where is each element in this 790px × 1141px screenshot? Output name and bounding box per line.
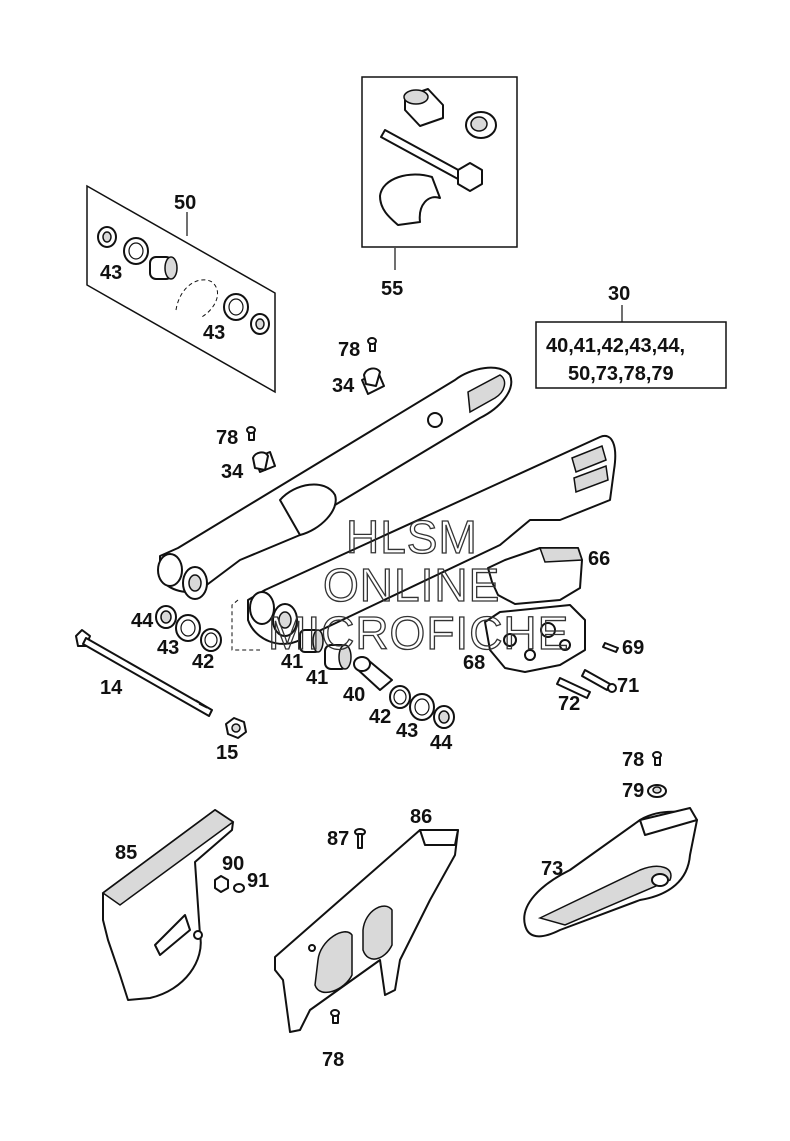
- clip-34-upper: [363, 367, 381, 387]
- watermark-line3: MICROFICHE: [268, 607, 569, 659]
- swingarm: [157, 366, 617, 645]
- label-44-right: 44: [430, 732, 453, 754]
- kit-30-frame: [535, 321, 727, 389]
- label-50: 50: [174, 192, 196, 214]
- label-43-right: 43: [396, 720, 418, 742]
- label-41-b: 41: [306, 667, 328, 689]
- bolt-78-lower: [330, 1009, 340, 1024]
- label-34-upper: 34: [332, 375, 355, 397]
- bolt-78-mid: [246, 426, 256, 441]
- label-42-left: 42: [192, 651, 214, 673]
- pivot-tube-left: [157, 553, 183, 587]
- pivot-axle-14: [75, 629, 213, 717]
- label-85: 85: [115, 842, 137, 864]
- chain-guide-bracket-68: [484, 604, 586, 673]
- bolt-72: [556, 677, 591, 699]
- label-78-upper: 78: [338, 339, 360, 361]
- seal-ring: [123, 237, 149, 265]
- bolt-71: [581, 669, 617, 693]
- label-72: 72: [558, 693, 580, 715]
- label-66: 66: [588, 548, 610, 570]
- label-68: 68: [463, 652, 485, 674]
- label-44-left: 44: [131, 610, 154, 632]
- chain-guard-85: [101, 809, 235, 1001]
- label-30: 30: [608, 283, 630, 305]
- label-78-slider: 78: [622, 749, 644, 771]
- label-43-kit-b: 43: [203, 322, 225, 344]
- kit-55-group: [361, 76, 518, 270]
- chain-guide-86: [274, 829, 459, 1033]
- kit-55-frame: [361, 76, 518, 248]
- bolt-87: [354, 828, 366, 849]
- kit-30-contents-line2: 50,73,78,79: [568, 363, 674, 385]
- nut-90: [214, 875, 229, 893]
- label-91: 91: [247, 870, 269, 892]
- clip-34-mid: [252, 451, 269, 471]
- label-79: 79: [622, 780, 644, 802]
- washer-91: [233, 883, 245, 893]
- label-78-mid: 78: [216, 427, 238, 449]
- label-86: 86: [410, 806, 432, 828]
- seal-43-left: [175, 614, 201, 642]
- chain-guide: [484, 547, 586, 673]
- washer-79: [647, 784, 667, 798]
- label-43-left: 43: [157, 637, 179, 659]
- pivot-tube-right: [249, 591, 275, 625]
- label-87: 87: [327, 828, 349, 850]
- label-73: 73: [541, 858, 563, 880]
- watermark-line1: HLSM: [346, 511, 478, 563]
- label-90: 90: [222, 853, 244, 875]
- swingarm-lower-arm: [247, 434, 617, 645]
- washer-42-right: [389, 685, 411, 709]
- label-41-a: 41: [281, 651, 303, 673]
- bolt-69: [602, 642, 619, 653]
- pivot-hardware: [155, 605, 455, 729]
- label-40: 40: [343, 684, 365, 706]
- kit-30-group: [535, 305, 727, 389]
- watermark-line2: ONLINE: [323, 559, 500, 611]
- bolt-78-upper: [367, 337, 377, 352]
- bolt-78-slider: [652, 751, 662, 766]
- axle-nut-15: [225, 717, 247, 739]
- label-69: 69: [622, 637, 644, 659]
- swingarm-gusset: [279, 483, 337, 536]
- label-14: 14: [100, 677, 123, 699]
- watermark: HLSM ONLINE MICROFICHE: [267, 510, 569, 659]
- half-bushing: [379, 173, 441, 226]
- chain-slider-73: [523, 807, 698, 938]
- pivot-bolt: [380, 129, 463, 180]
- kit-50-group: [86, 184, 276, 394]
- kit-50-frame: [86, 184, 276, 394]
- label-42-right: 42: [369, 706, 391, 728]
- label-55: 55: [381, 278, 403, 300]
- label-78-lower: 78: [322, 1049, 344, 1071]
- label-15: 15: [216, 742, 238, 764]
- swingarm-upper-arm: [159, 366, 513, 593]
- label-34-mid: 34: [221, 461, 244, 483]
- seal-43-right: [409, 693, 435, 721]
- label-43-kit-a: 43: [100, 262, 122, 284]
- pivot-bolt-head: [457, 162, 483, 192]
- washer-42-left: [200, 628, 222, 652]
- label-71: 71: [617, 675, 639, 697]
- seal-ring-2: [223, 293, 249, 321]
- kit-30-contents-line1: 40,41,42,43,44,: [546, 335, 685, 357]
